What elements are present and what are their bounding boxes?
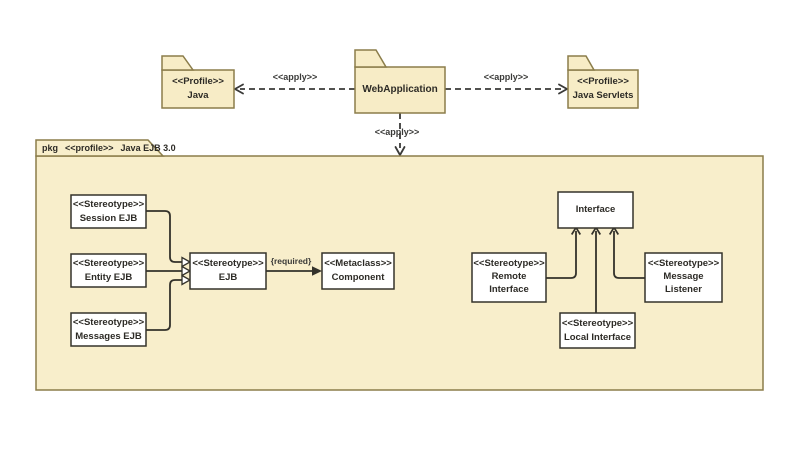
node-local-interface[interactable] bbox=[559, 312, 636, 349]
java-profile-folder[interactable] bbox=[161, 55, 235, 109]
hollow-triangle-arrowhead-icon bbox=[181, 274, 192, 286]
node-message-listener[interactable] bbox=[644, 252, 723, 303]
edge-message-listener bbox=[613, 231, 645, 279]
hollow-triangle-arrowhead-icon bbox=[181, 265, 192, 277]
hollow-triangle-arrowhead-icon bbox=[181, 256, 192, 268]
node-messages-ejb[interactable] bbox=[70, 312, 147, 347]
ejb-package[interactable] bbox=[35, 139, 764, 391]
node-interface[interactable] bbox=[557, 191, 634, 229]
edge-remote-interface bbox=[546, 231, 577, 279]
java-servlets-folder[interactable] bbox=[567, 55, 639, 109]
webapplication-folder[interactable] bbox=[354, 49, 446, 114]
node-remote-interface[interactable] bbox=[471, 252, 547, 303]
node-entity-ejb[interactable] bbox=[70, 253, 147, 288]
solid-arrowhead-icon bbox=[312, 266, 322, 276]
edge-session-ejb bbox=[146, 210, 182, 263]
node-ejb[interactable] bbox=[189, 252, 267, 290]
open-arrowhead-left-icon bbox=[233, 83, 244, 95]
open-arrowhead-right-icon bbox=[558, 83, 569, 95]
edge-messages-ejb bbox=[146, 279, 182, 331]
node-component[interactable] bbox=[321, 252, 395, 290]
node-session-ejb[interactable] bbox=[70, 194, 147, 229]
open-arrowhead-down-icon bbox=[394, 146, 406, 157]
